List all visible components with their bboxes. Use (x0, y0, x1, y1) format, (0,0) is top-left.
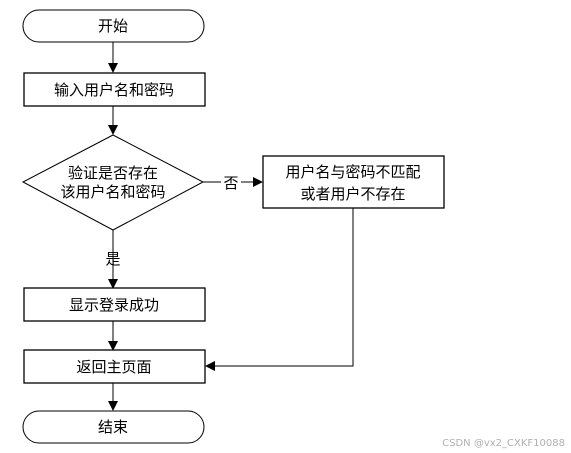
home-node: 返回主页面 (23, 349, 206, 384)
input-node: 输入用户名和密码 (23, 72, 206, 107)
arrow-decision-success (108, 279, 118, 289)
decision-label-line2: 该用户名和密码 (60, 183, 165, 201)
start-label: 开始 (98, 17, 128, 35)
end-label: 结束 (98, 418, 128, 436)
start-node: 开始 (22, 9, 205, 43)
arrow-start-input (108, 63, 118, 73)
yes-label: 是 (105, 250, 120, 268)
arrow-error-home (205, 361, 215, 371)
error-label-line1: 用户名与密码不匹配 (285, 163, 420, 181)
arrow-input-decision (108, 125, 118, 135)
success-label: 显示登录成功 (69, 296, 159, 314)
no-label: 否 (223, 174, 238, 192)
error-node: 用户名与密码不匹配 或者用户不存在 (262, 155, 445, 209)
arrow-success-home (108, 341, 118, 351)
decision-node: 验证是否存在 该用户名和密码 (21, 134, 205, 231)
arrow-home-end (108, 401, 118, 411)
end-node: 结束 (22, 410, 205, 444)
edge-error-home (214, 208, 354, 367)
watermark-text: CSDN @vx2_CXKF10088 (442, 438, 565, 449)
input-label: 输入用户名和密码 (54, 81, 174, 99)
success-node: 显示登录成功 (23, 287, 206, 322)
error-label-line2: 或者用户不存在 (300, 185, 405, 203)
arrow-decision-error (253, 177, 263, 187)
decision-label-line1: 验证是否存在 (68, 164, 158, 182)
home-label: 返回主页面 (76, 358, 151, 376)
